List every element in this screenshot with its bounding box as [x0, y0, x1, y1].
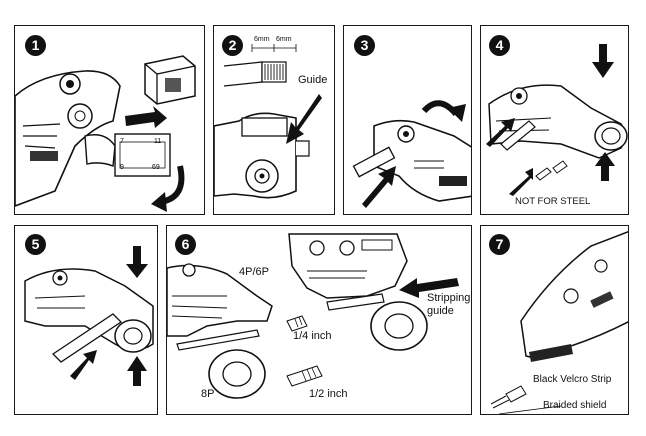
label-quarter-inch: 1/4 inch: [293, 330, 332, 342]
step-2-number: 2: [222, 35, 243, 56]
dim-label-right: 6mm: [276, 36, 292, 43]
step-4-illustration: [486, 44, 628, 196]
cassette-number-9: 9: [120, 164, 124, 171]
step-1-number: 1: [25, 35, 46, 56]
label-stripping-guide: Stripping guide: [427, 292, 471, 317]
step-4-panel: 4 NOT FOR STEEL: [480, 25, 629, 215]
step-7-panel: 7 Black Velcro Strip Braided shield: [480, 225, 629, 415]
label-braided-shield: Braided shield: [543, 400, 607, 411]
step-2-panel: 2 6mm 6mm Guide: [213, 25, 335, 215]
step-3-number: 3: [354, 35, 375, 56]
step-5-illustration: [24, 246, 154, 386]
cassette-number-7: 7: [120, 138, 124, 145]
step-1-panel: 1 7 11 9 69: [14, 25, 205, 215]
step-3-illustration: [352, 100, 471, 208]
step-1-illustration: [15, 55, 196, 212]
guide-label: Guide: [298, 74, 328, 86]
step-3-panel: 3: [343, 25, 472, 215]
step-6-number: 6: [175, 234, 196, 255]
cassette-number-11: 11: [154, 138, 162, 145]
step-4-number: 4: [489, 35, 510, 56]
step-5-panel: 5: [14, 225, 158, 415]
dim-label-left: 6mm: [254, 36, 270, 43]
step-7-illustration: [490, 230, 628, 414]
label-velcro-strip: Black Velcro Strip: [533, 374, 612, 385]
label-8p: 8P: [201, 388, 215, 400]
label-4p6p: 4P/6P: [239, 266, 269, 278]
step-2-illustration: [214, 44, 322, 199]
step-6-panel: 6 4P/6P 8P Stripping guide 1/4 inch 1/2 …: [166, 225, 472, 415]
step-6-illustration: [167, 233, 459, 399]
step-5-number: 5: [25, 234, 46, 255]
cassette-number-69: 69: [152, 164, 160, 171]
step-7-number: 7: [489, 234, 510, 255]
not-for-steel-label: NOT FOR STEEL: [515, 196, 591, 207]
label-half-inch: 1/2 inch: [309, 388, 348, 400]
